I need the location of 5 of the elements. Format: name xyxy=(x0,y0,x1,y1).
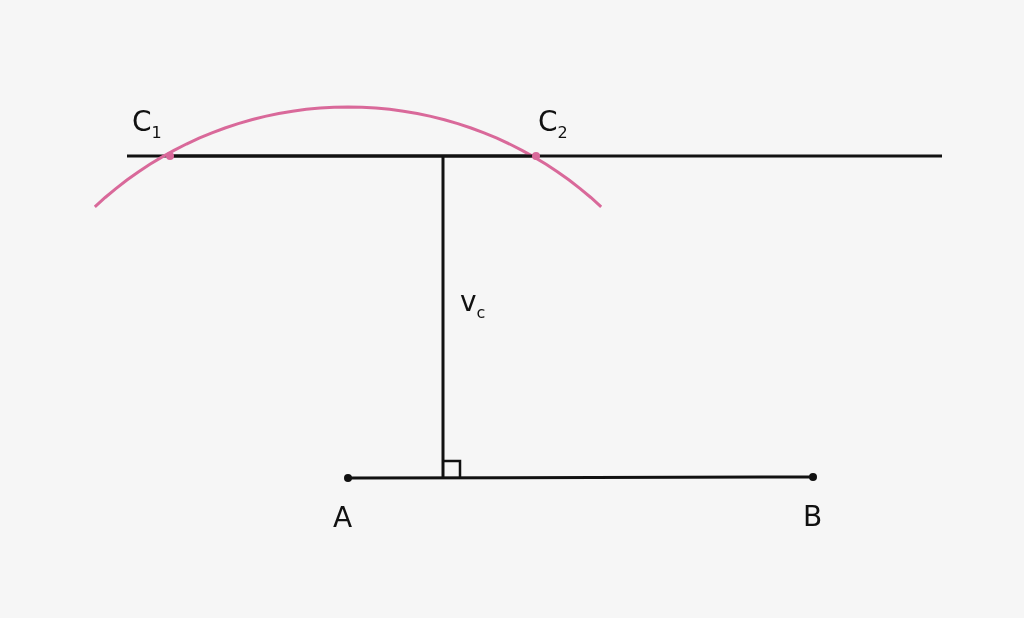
point-label: A xyxy=(333,504,353,532)
point-label: C$_{1}$ xyxy=(132,108,162,141)
point-label: C$_{2}$ xyxy=(538,108,568,141)
height-label: v$_{c}$ xyxy=(460,288,486,321)
point-label: B xyxy=(803,503,823,531)
